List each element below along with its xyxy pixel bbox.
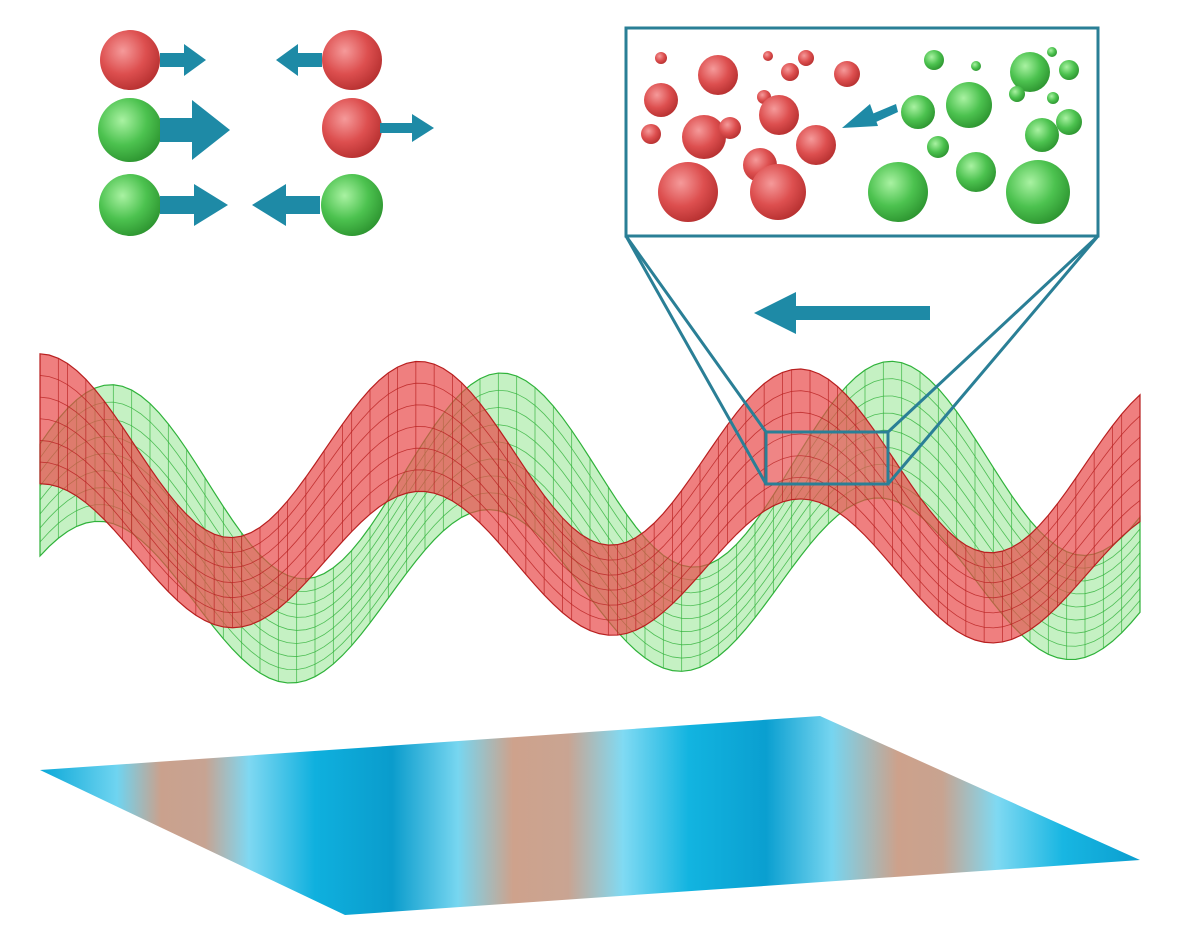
green-particle-icon — [946, 82, 992, 128]
inset-particle-cloud — [641, 47, 1082, 224]
floor-plane — [40, 716, 1140, 915]
green-particle-icon — [1025, 118, 1059, 152]
green-particle-icon — [956, 152, 996, 192]
red-particle-icon — [759, 95, 799, 135]
green-particle-icon — [1056, 109, 1082, 135]
red-particle-icon — [658, 162, 718, 222]
green-particle-icon — [98, 98, 162, 162]
green-particle-icon — [321, 174, 383, 236]
red-particle-icon — [834, 61, 860, 87]
wave-direction-left-arrow-icon — [754, 292, 930, 334]
green-particle-icon — [1047, 47, 1057, 57]
zoom-connector-lines — [624, 234, 1100, 485]
green-particle-icon — [927, 136, 949, 158]
red-wave-surface — [39, 353, 1141, 644]
red-particle-icon — [781, 63, 799, 81]
right-arrow-icon — [160, 184, 228, 226]
green-particle-icon — [1009, 86, 1025, 102]
red-particle-icon — [641, 124, 661, 144]
red-particle-icon — [655, 52, 667, 64]
left-arrow-icon — [252, 184, 320, 226]
green-particle-icon — [868, 162, 928, 222]
particle-pair-row-3 — [99, 174, 383, 236]
zoom-region-box — [764, 430, 890, 486]
red-particle-icon — [796, 125, 836, 165]
green-particle-icon — [901, 95, 935, 129]
red-particle-icon — [100, 30, 160, 90]
green-particle-icon — [1059, 60, 1079, 80]
red-particle-icon — [322, 98, 382, 158]
red-particle-icon — [644, 83, 678, 117]
green-particle-icon — [99, 174, 161, 236]
red-particle-icon — [798, 50, 814, 66]
left-arrow-icon — [276, 44, 322, 76]
red-particle-icon — [322, 30, 382, 90]
particle-pair-row-2 — [98, 98, 434, 162]
right-arrow-icon — [160, 44, 206, 76]
small-right-arrow-icon — [380, 114, 434, 142]
red-particle-icon — [682, 115, 726, 159]
green-particle-icon — [1010, 52, 1050, 92]
green-particle-icon — [1006, 160, 1070, 224]
green-particle-icon — [1047, 92, 1059, 104]
green-particle-icon — [971, 61, 981, 71]
red-particle-icon — [719, 117, 741, 139]
particle-pair-row-1 — [100, 30, 382, 90]
inset-flow-arrow-icon — [842, 104, 898, 128]
particle-pair-legend — [98, 30, 434, 236]
large-right-arrow-icon — [160, 100, 230, 160]
green-particle-icon — [924, 50, 944, 70]
red-particle-icon — [763, 51, 773, 61]
red-particle-icon — [750, 164, 806, 220]
red-particle-icon — [698, 55, 738, 95]
zoom-inset — [624, 26, 1100, 486]
